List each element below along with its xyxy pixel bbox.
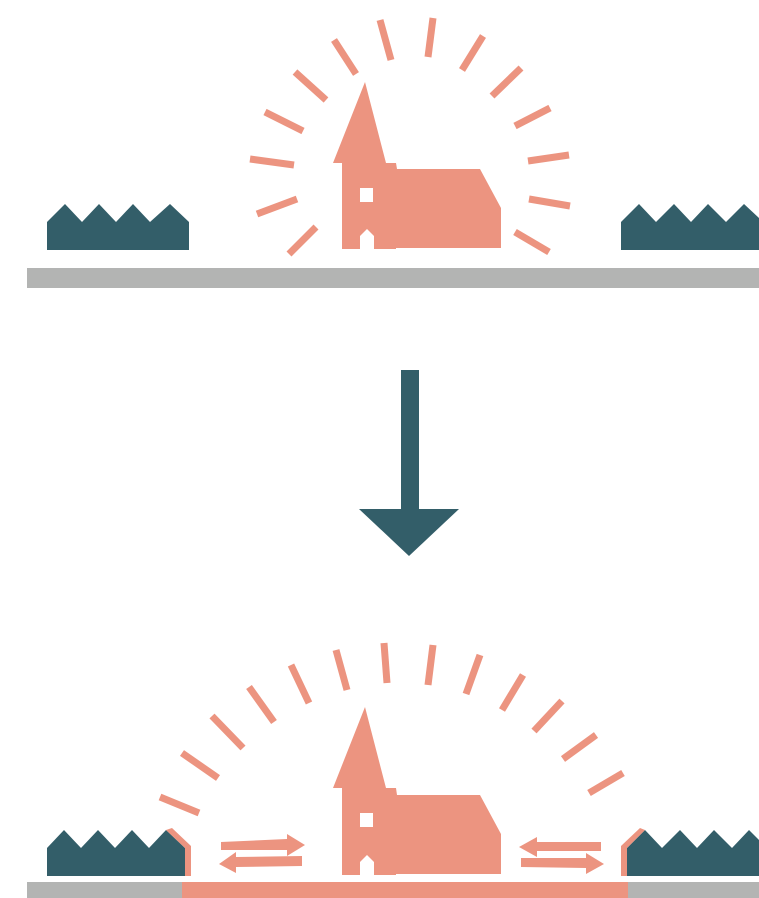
ground-strip-left xyxy=(27,882,187,898)
row-houses-left xyxy=(47,830,185,876)
buffer-zone xyxy=(182,882,628,898)
row-houses-right xyxy=(627,830,759,876)
down-arrow xyxy=(359,370,459,556)
church xyxy=(333,707,501,875)
row-houses-right xyxy=(621,204,759,250)
push-arrows-right xyxy=(519,837,604,874)
church-window xyxy=(360,813,373,827)
push-arrows-left xyxy=(219,834,305,873)
ground-strip-right xyxy=(625,882,759,898)
panel-before xyxy=(27,18,759,288)
row-houses-left xyxy=(47,204,189,250)
ground-strip xyxy=(27,268,759,288)
church-window xyxy=(360,188,373,202)
radiating-rays xyxy=(160,643,623,813)
panel-after xyxy=(27,643,759,898)
church xyxy=(333,82,501,249)
